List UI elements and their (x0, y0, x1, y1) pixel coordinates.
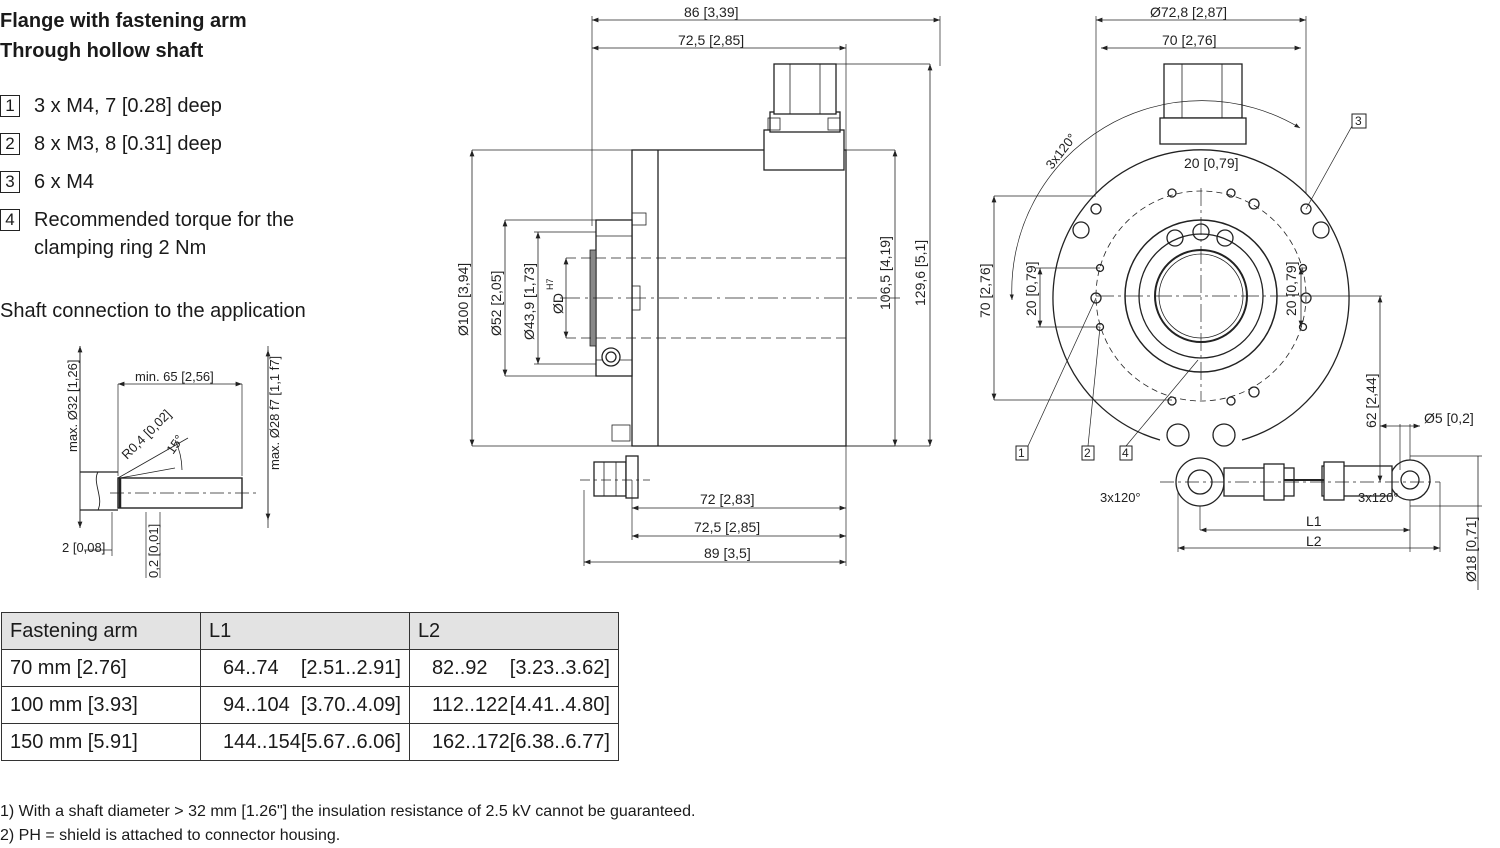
cell-l1-mm: 94..104 (223, 693, 290, 716)
legend-text: Recommended torque for the (34, 209, 295, 231)
dim-89: 89 [3,5] (704, 545, 751, 561)
cell-l1-in: [2.51..2.91] (300, 656, 401, 679)
dim-dia100: Ø100 [3,94] (455, 263, 471, 336)
title-line-1: Flange with fastening arm (0, 10, 247, 32)
fastening-arm-table: Fastening arm L1 L2 70 mm [2.76] 64..74 [… (1, 612, 619, 761)
dim-l1: L1 (1306, 513, 1322, 529)
legend-number-box: 1 (0, 95, 20, 117)
cell-l2-mm: 162..172 (431, 730, 510, 753)
tag-3: 3 (1355, 114, 1362, 128)
legend-text: 6 x M4 (34, 171, 95, 193)
legend: 1 3 x M4, 7 [0.28] deep 2 8 x M3, 8 [0.3… (0, 92, 294, 266)
dim-chamfer-2: 2 [0,08] (62, 540, 105, 555)
title-line-2: Through hollow shaft (0, 40, 204, 62)
header-fastening-arm: Fastening arm (1, 612, 201, 650)
table-row: 70 mm [2.76] 64..74 [2.51..2.91] 82..92 [3… (1, 649, 619, 687)
dim-20-left: 20 [0,79] (1023, 262, 1039, 317)
legend-item-2: 2 8 x M3, 8 [0.31] deep (0, 130, 294, 168)
dim-dia52: Ø52 [2,05] (488, 271, 504, 336)
cell-arm: 100 mm [3.93] (1, 686, 201, 724)
cell-arm: 150 mm [5.91] (1, 723, 201, 761)
dim-72-5-bottom: 72,5 [2,85] (694, 519, 760, 535)
cell-l2-mm: 112..122 (431, 693, 509, 716)
dim-129-6: 129,6 [5,1] (912, 240, 928, 306)
legend-item-4: 4 Recommended torque for the clamping ri… (0, 206, 294, 266)
table-row: 100 mm [3.93] 94..104 [3.70..4.09] 112..1… (1, 686, 619, 724)
dim-dia18: Ø18 [0,71] (1463, 517, 1479, 582)
dim-shaft-max-dia32: max. Ø32 [1,26] (65, 360, 80, 453)
dim-dia5: Ø5 [0,2] (1424, 410, 1474, 426)
shaft-detail-drawing (77, 346, 271, 578)
legend-item-1: 1 3 x M4, 7 [0.28] deep (0, 92, 294, 130)
cell-l2-in: [6.38..6.77] (509, 730, 610, 753)
cell-l2-in: [3.23..3.62] (509, 656, 610, 679)
dim-shaft-max-dia28: max. Ø28 f7 [1,1 f7] (267, 356, 282, 470)
dim-angle-15: 15° (163, 432, 187, 457)
table-row: 150 mm [5.91] 144..154[5.67..6.06] 162..… (1, 723, 619, 761)
cell-l1-mm: 144..154 (223, 730, 301, 753)
dim-20-right: 20 [0,79] (1283, 262, 1299, 317)
dim-min65: min. 65 [2,56] (135, 369, 214, 384)
front-view-drawing (991, 16, 1482, 590)
dim-70-left: 70 [2,76] (977, 264, 993, 319)
tag-4: 4 (1122, 446, 1129, 460)
dim-l2: L2 (1306, 533, 1322, 549)
dim-72-5-top: 72,5 [2,85] (678, 32, 744, 48)
table-header-row: Fastening arm L1 L2 (1, 612, 619, 650)
legend-text: 8 x M3, 8 [0.31] deep (34, 133, 222, 155)
dim-h7: H7 (545, 278, 555, 290)
legend-number-box: 2 (0, 133, 20, 155)
cell-l1-in: [3.70..4.09] (300, 693, 401, 716)
legend-number-box: 3 (0, 171, 20, 193)
dim-72: 72 [2,83] (700, 491, 755, 507)
dim-dia72-8: Ø72,8 [2,87] (1150, 4, 1227, 20)
legend-text: 3 x M4, 7 [0.28] deep (34, 95, 222, 117)
tag-2: 2 (1084, 446, 1091, 460)
cell-l2-in: [4.41..4.80] (509, 693, 610, 716)
header-l2: L2 (408, 612, 619, 650)
dim-106-5: 106,5 [4,19] (877, 236, 893, 310)
legend-text: clamping ring 2 Nm (34, 237, 207, 259)
shaft-connection-heading: Shaft connection to the application (0, 300, 306, 322)
footnote-1: 1) With a shaft diameter > 32 mm [1.26"]… (0, 803, 696, 820)
dim-20-top: 20 [0,79] (1184, 155, 1239, 171)
tag-1: 1 (1018, 446, 1025, 460)
footnotes: 1) With a shaft diameter > 32 mm [1.26"]… (0, 800, 695, 848)
legend-number-box: 4 (0, 209, 20, 231)
dim-86: 86 [3,39] (684, 4, 739, 20)
header-l1: L1 (200, 612, 410, 650)
reference-tags (1015, 113, 1367, 461)
dim-70-top: 70 [2,76] (1162, 32, 1217, 48)
dim-3x120-left: 3x120° (1100, 490, 1141, 505)
dim-radius: R0,4 [0,02] (119, 407, 175, 463)
side-view-drawing (469, 16, 941, 566)
drawing-title: Flange with fastening arm Through hollow… (0, 6, 247, 66)
cell-arm: 70 mm [2.76] (1, 649, 201, 687)
dim-62: 62 [2,44] (1363, 374, 1379, 429)
cell-l2-mm: 82..92 (431, 656, 488, 679)
dim-dia43-9: Ø43,9 [1,73] (521, 263, 537, 340)
cell-l1-in: [5.67..6.06] (300, 730, 401, 753)
cell-l1-mm: 64..74 (223, 656, 279, 679)
dim-3x120-top: 3x120° (1043, 131, 1080, 172)
legend-item-3: 3 6 x M4 (0, 168, 294, 206)
dim-0-2: 0,2 [0,01] (146, 524, 161, 578)
footnote-2: 2) PH = shield is attached to connector … (0, 827, 341, 844)
dim-dia-d: ØD (550, 293, 566, 314)
dim-3x120-right: 3x120° (1358, 490, 1399, 505)
